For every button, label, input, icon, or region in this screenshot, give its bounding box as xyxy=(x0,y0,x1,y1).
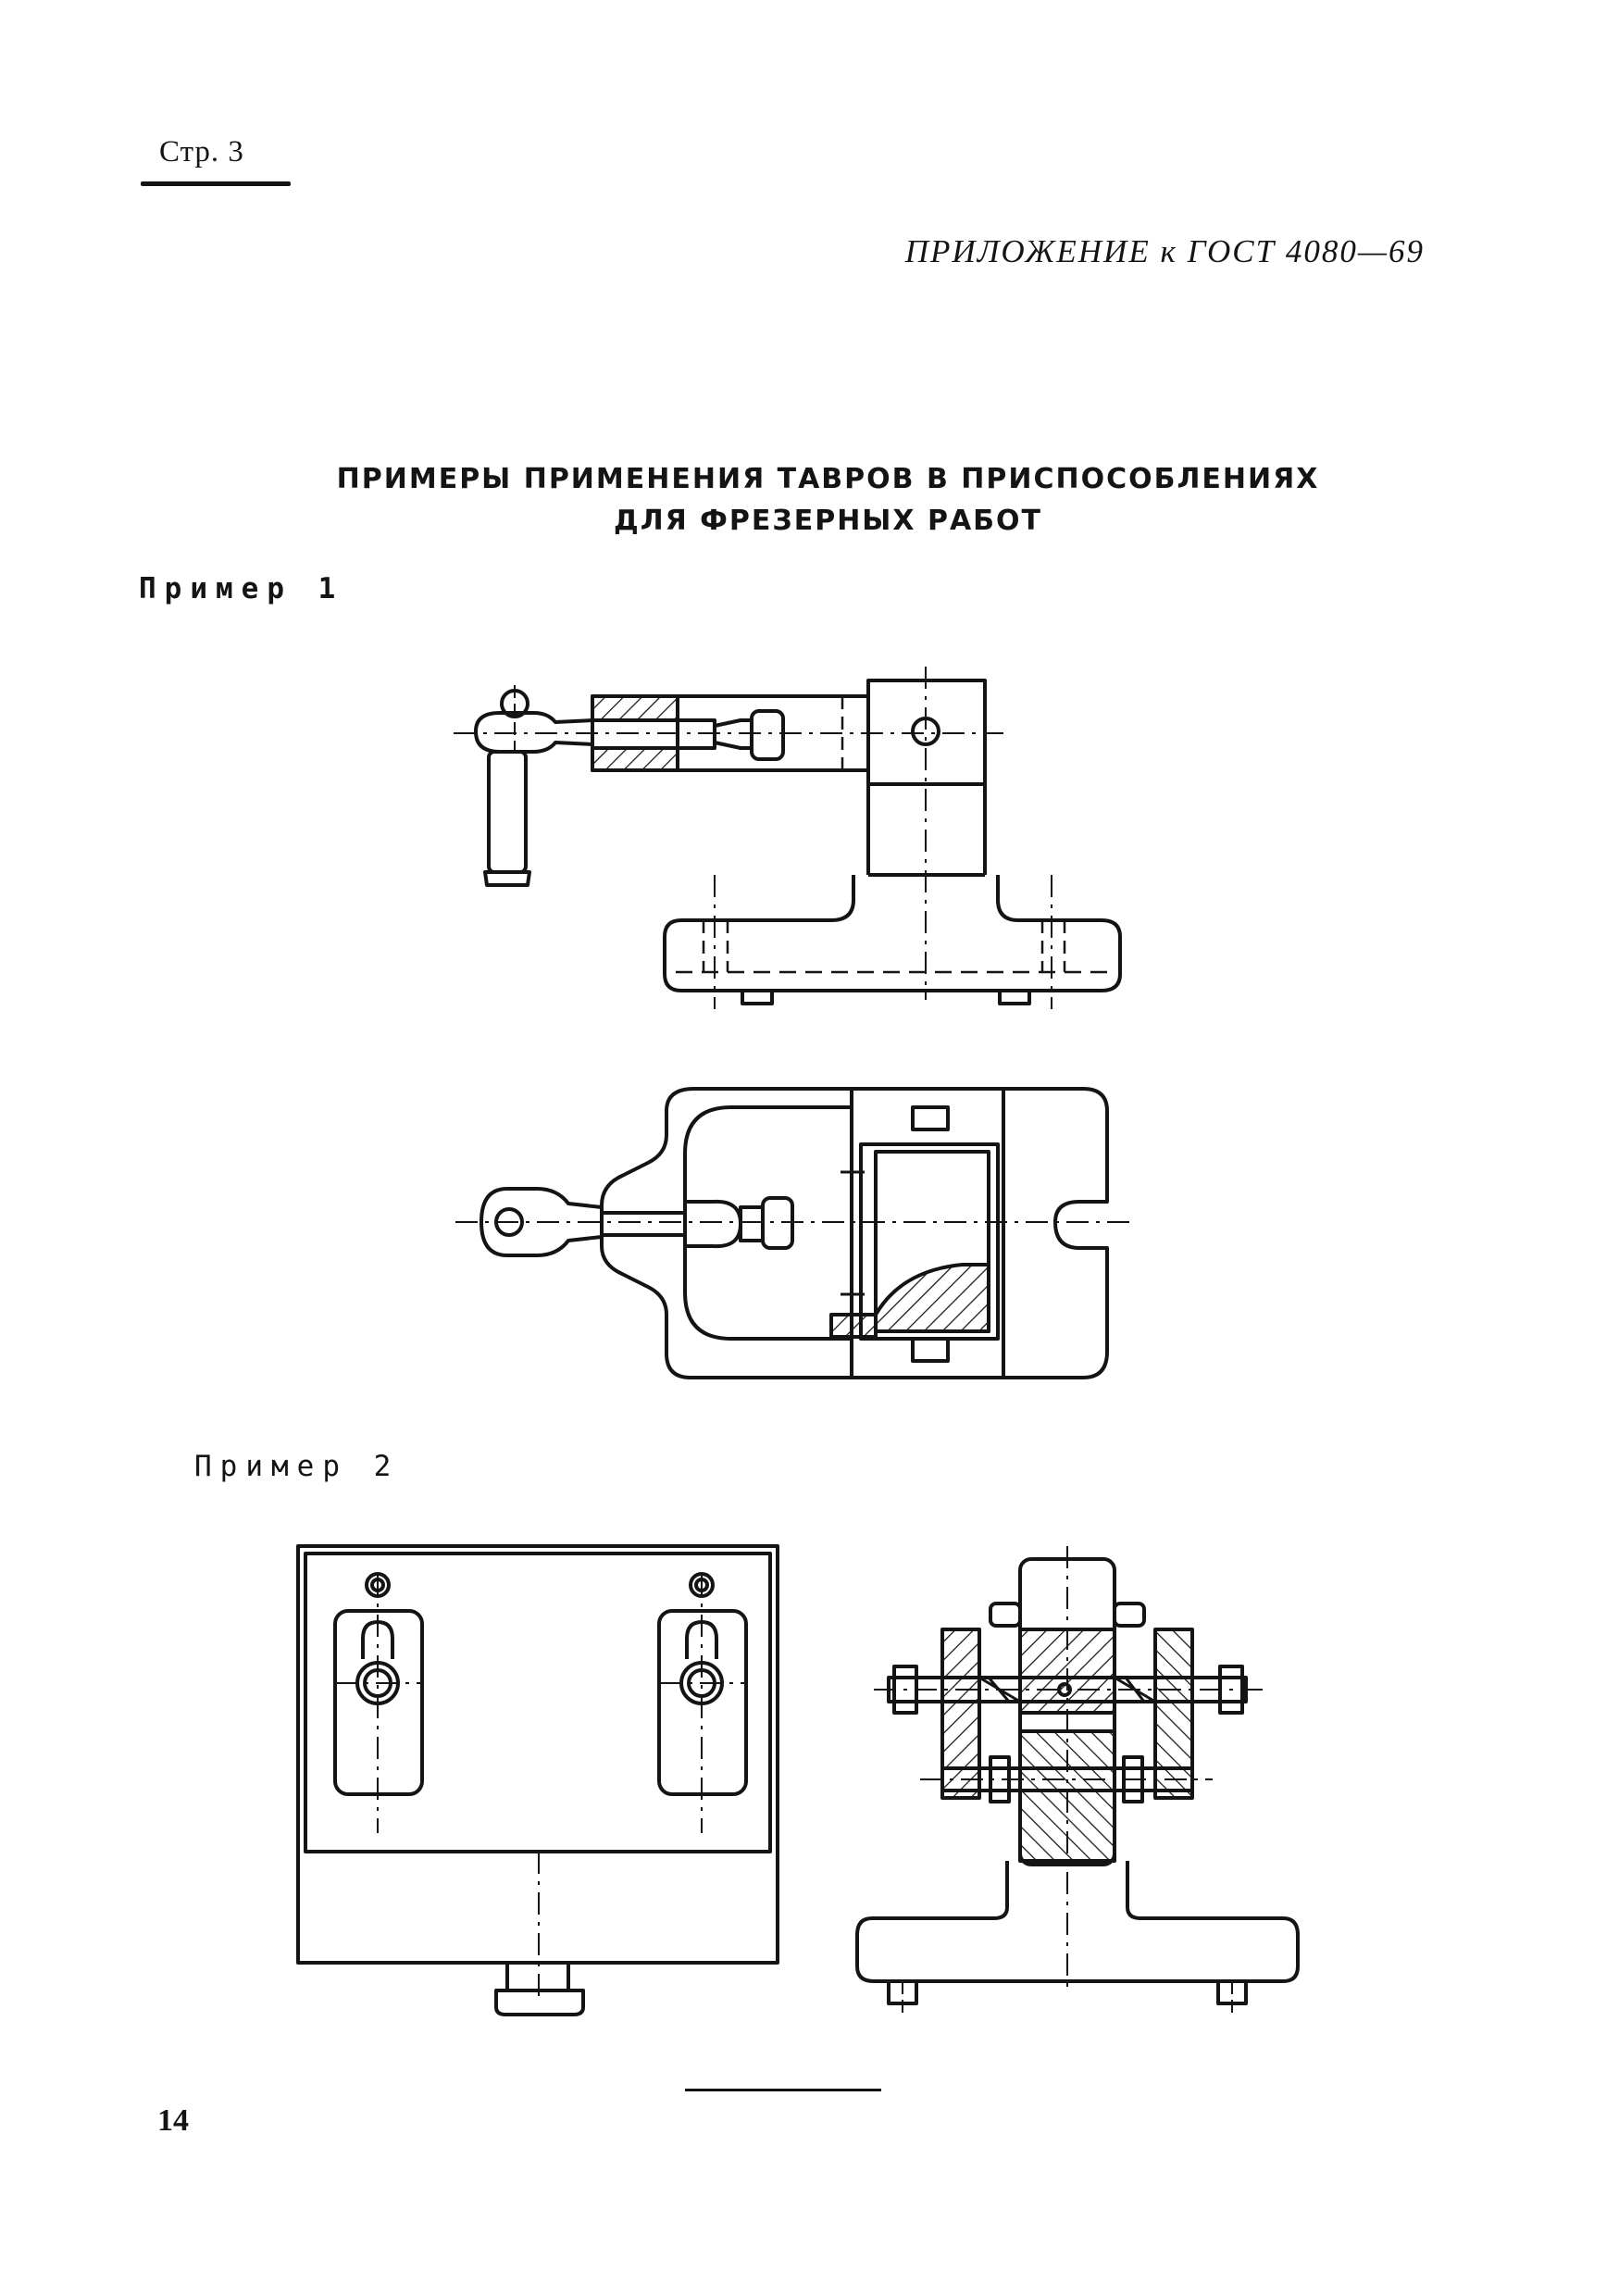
bottom-divider xyxy=(685,2089,881,2091)
page-title-line-1: ПРИМЕРЫ ПРИМЕНЕНИЯ ТАВРОВ В ПРИСПОСОБЛЕН… xyxy=(336,463,1320,495)
example-1-label: Пример 1 xyxy=(139,572,344,605)
page-label: Стр. 3 xyxy=(159,135,244,168)
example-1-top-view xyxy=(455,1087,1135,1379)
example-2-label: Пример 2 xyxy=(194,1450,400,1483)
example-2-front-view xyxy=(296,1544,779,2016)
page-title-line-2: ДЛЯ ФРЕЗЕРНЫХ РАБОТ xyxy=(613,505,1042,537)
appendix-header: ПРИЛОЖЕНИЕ к ГОСТ 4080—69 xyxy=(904,233,1425,269)
page-number: 14 xyxy=(157,2103,189,2138)
page-label-underline xyxy=(141,181,291,186)
example-2-section-view xyxy=(855,1546,1300,2015)
example-1-side-view xyxy=(454,667,1122,1009)
